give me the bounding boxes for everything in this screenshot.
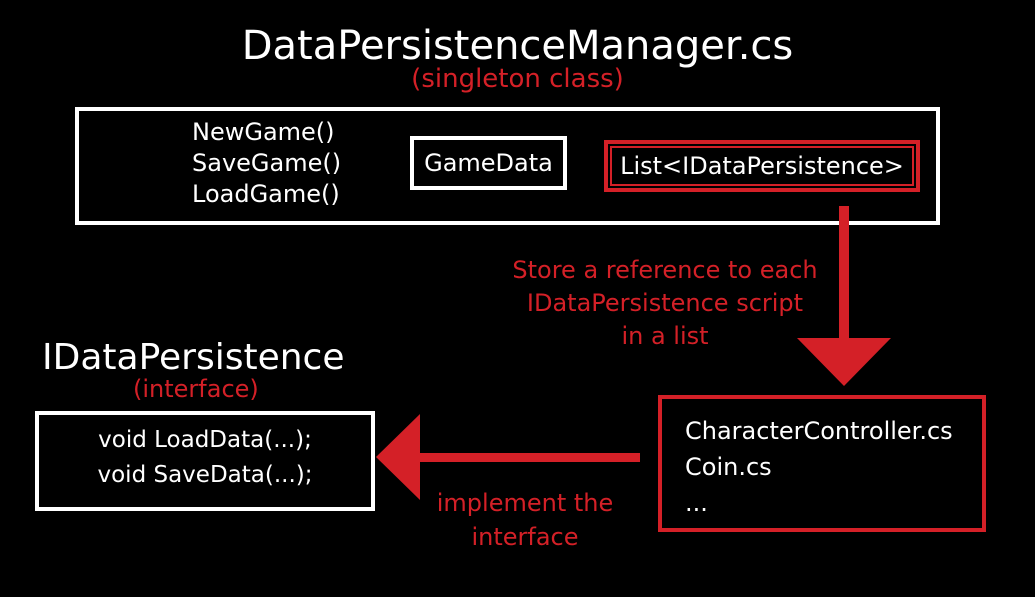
implement-arrow-shaft — [418, 453, 640, 462]
implement-arrow — [376, 414, 640, 500]
implement-note-line: interface — [471, 523, 579, 551]
list-label: List<IDataPersistence> — [620, 152, 904, 180]
method-load-game: LoadGame() — [192, 180, 340, 208]
method-new-game: NewGame() — [192, 118, 335, 146]
scripts-list: CharacterController.cs Coin.cs ... — [685, 413, 953, 521]
store-note-line: IDataPersistence script — [526, 289, 804, 317]
interface-box — [35, 411, 375, 511]
gamedata-label: GameData — [424, 149, 553, 177]
method-save-game: SaveGame() — [192, 149, 342, 177]
interface-title: IDataPersistence — [42, 337, 345, 378]
store-note-line: Store a reference to each — [512, 256, 818, 284]
script-character-controller: CharacterController.cs — [685, 417, 953, 445]
gamedata-box — [410, 136, 567, 190]
interface-methods-list: void LoadData(...); void SaveData(...); — [35, 423, 375, 493]
list-box-inner — [610, 146, 914, 186]
store-arrow-shaft — [839, 206, 849, 340]
store-note-line: in a list — [621, 322, 709, 350]
implement-arrow-head — [376, 414, 420, 500]
manager-subtitle: (singleton class) — [411, 64, 624, 94]
implement-note-line: implement the — [436, 489, 614, 517]
script-coin: Coin.cs — [685, 453, 772, 481]
method-load-data: void LoadData(...); — [98, 427, 312, 453]
implement-note: implement the interface — [405, 486, 645, 554]
interface-subtitle: (interface) — [133, 375, 259, 403]
list-box-outer — [604, 140, 920, 192]
store-arrow — [797, 206, 891, 386]
script-ellipsis: ... — [685, 489, 708, 517]
store-arrow-head — [797, 338, 891, 386]
manager-title: DataPersistenceManager.cs — [241, 23, 794, 69]
method-save-data: void SaveData(...); — [97, 462, 313, 488]
store-reference-note: Store a reference to each IDataPersisten… — [470, 254, 860, 353]
manager-methods-list: NewGame() SaveGame() LoadGame() — [192, 117, 341, 210]
scripts-box — [658, 395, 986, 532]
manager-box — [75, 107, 940, 225]
